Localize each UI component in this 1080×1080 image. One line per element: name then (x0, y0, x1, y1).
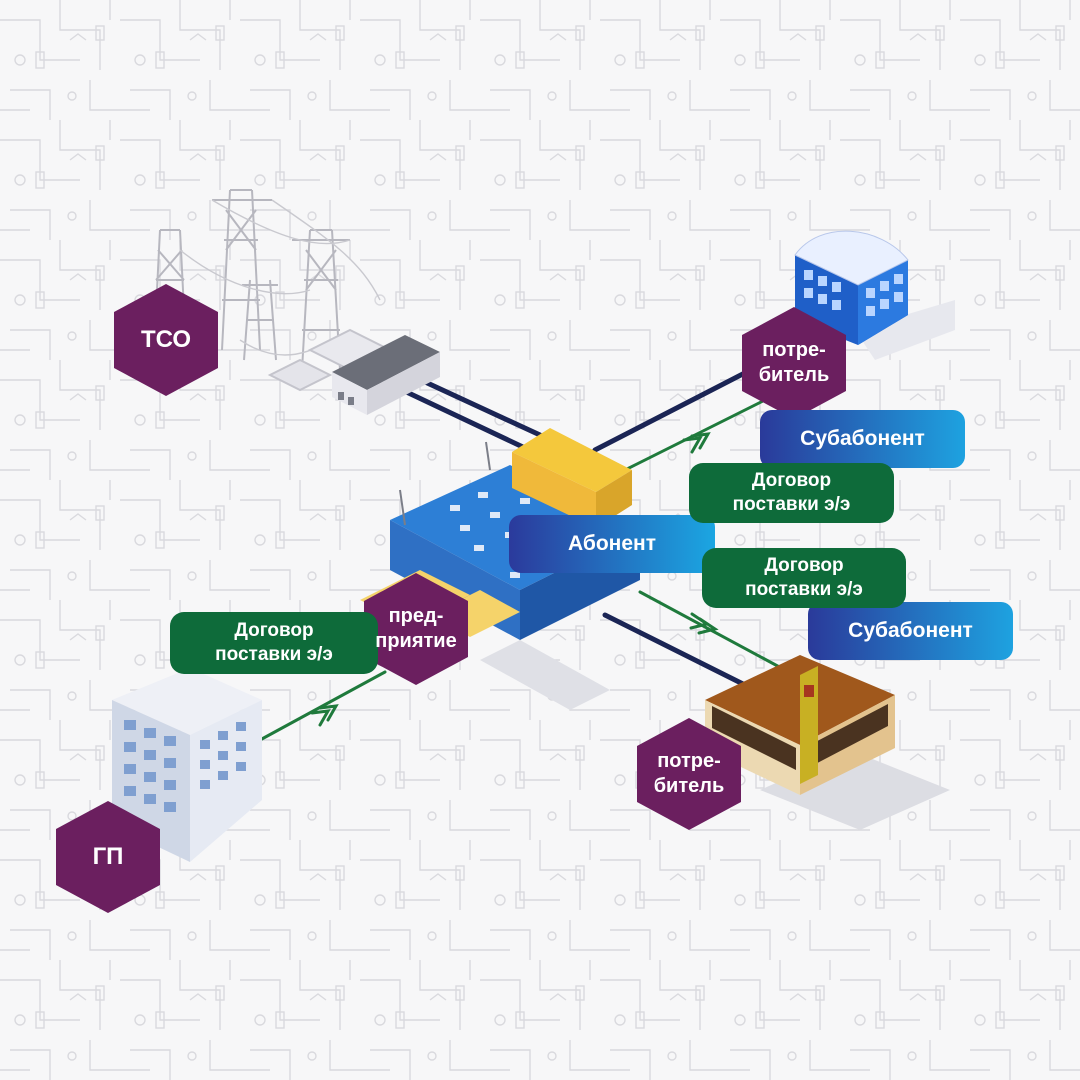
contract-bottom-badge (702, 548, 906, 608)
enterprise-hexagon (364, 573, 468, 685)
substation-icon (332, 335, 440, 415)
consumer-top-hexagon (742, 307, 846, 419)
subabonent-bottom-badge (808, 602, 1013, 660)
power-line-substation-to-enterprise-2 (395, 385, 528, 451)
gp-hexagon (56, 801, 160, 913)
power-lines (395, 357, 773, 688)
contract-gp-badge (170, 612, 378, 674)
subabonent-top-badge (760, 410, 965, 468)
fast-food-restaurant-icon (705, 655, 950, 830)
glass-office-building-icon (794, 230, 955, 360)
contract-top-badge (689, 463, 894, 523)
consumer-bottom-hexagon (637, 718, 741, 830)
contract-line-gp-to-enterprise (258, 670, 387, 742)
power-line-substation-to-enterprise (407, 372, 543, 438)
contract-line-enterprise-to-consumer-top (623, 393, 777, 472)
abonent-badge (509, 515, 715, 573)
contract-lines (258, 393, 787, 742)
tso-hexagon (114, 284, 218, 396)
power-line-enterprise-to-consumer-bottom (602, 612, 748, 688)
power-line-enterprise-to-consumer-top (592, 357, 773, 453)
